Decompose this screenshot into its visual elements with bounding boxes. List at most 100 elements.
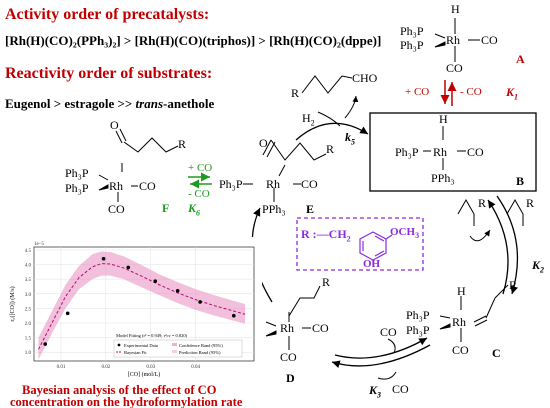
y-tick-label: 2.0 (25, 322, 32, 327)
legend-box (113, 339, 243, 358)
legend-experimental: Experimental Data (124, 343, 158, 348)
label-a: A (516, 52, 525, 66)
a-co-bottom: CO (446, 61, 463, 75)
f-co-right: CO (139, 179, 156, 193)
y-tick-label: 1.5 (25, 337, 32, 342)
label-f: F (162, 201, 170, 215)
y-exponent: 1e−5 (34, 242, 45, 247)
benzene-ring (359, 231, 393, 265)
f-r: R (178, 137, 187, 151)
d-co-bottom: CO (280, 350, 297, 364)
k1-minus-co: - CO (460, 86, 482, 98)
aldehyde-out-arrow (344, 95, 359, 119)
f-ph3p-bottom: Ph₃P (65, 181, 89, 195)
prediction-band (38, 251, 246, 360)
b-co: CO (467, 145, 484, 159)
data-point (43, 342, 48, 346)
x-tick-label: 0.04 (191, 365, 200, 370)
catalyst-order: [Rh(H)(CO)₂(PPh₃)₂] > [Rh(H)(CO)(triphos… (5, 33, 382, 48)
label-c: C (492, 346, 501, 360)
x-tick-label: 0.02 (101, 365, 110, 370)
species-e-bonds (243, 139, 327, 202)
e-rh: Rh (266, 177, 281, 191)
x-tick-label: 0.01 (57, 365, 66, 370)
f-rh: Rh (109, 179, 124, 193)
a-co-right: CO (481, 33, 498, 47)
substituent-box (296, 217, 424, 271)
b-rh: Rh (433, 145, 448, 159)
k6-plus-co: + CO (188, 162, 213, 174)
catalyst-heading: Activity order of precatalysts: (5, 6, 210, 23)
e-co: CO (301, 177, 318, 191)
k3-label: K3 (369, 383, 382, 400)
alkene-in-arrow (469, 229, 491, 242)
k1-label: K1 (506, 85, 519, 102)
e-oxygen: O (259, 136, 268, 150)
alkene-r-2: R (526, 196, 535, 210)
data-point (198, 300, 202, 304)
legend-confidence: Confidence Band (95%) (179, 343, 223, 348)
species-f-bonds (98, 128, 179, 202)
f-co-bottom: CO (108, 202, 125, 216)
label-d: D (286, 371, 295, 385)
c-r: R (509, 278, 518, 292)
h2-label: H2 (302, 111, 315, 128)
data-point (126, 265, 131, 270)
model-fitting-annotation: Model Fitting (r² = 0.949; r²cv = 0.820) (116, 333, 188, 338)
a-ph3p-top: Ph₃P (400, 24, 424, 38)
data-point (175, 289, 180, 293)
k5-arrow (295, 122, 369, 141)
x-axis-label: [CO] (mol/L) (128, 371, 161, 378)
k2-label: K2 (532, 258, 545, 275)
species-b-bonds (423, 126, 466, 170)
f-ph3p-top: Ph₃P (65, 166, 89, 180)
substrate-order: Eugenol > estragole >> trans-anethole (5, 96, 215, 111)
k3-co-out: CO (380, 325, 397, 339)
substituent-och3: OCH3 (390, 226, 420, 241)
aldehyde-chain (301, 75, 353, 94)
y-axis-label: r₀([CO]) (M/s) (9, 286, 16, 321)
substrate-heading: Reactivity order of substrates: (5, 65, 213, 82)
k5-label: k5 (345, 130, 355, 147)
b-ph3p: Ph₃P (395, 145, 419, 159)
k6-label: K6 (188, 201, 201, 218)
species-b-box (369, 112, 537, 192)
legend-fit: Bayesian Fit (124, 350, 147, 355)
data-point (101, 256, 106, 261)
legend-marker-prediction (172, 350, 177, 353)
b-hydride: H (439, 112, 448, 126)
legend-marker-data (117, 343, 121, 347)
aldehyde-cho: CHO (352, 71, 378, 85)
y-tick-label: 3.0 (25, 293, 32, 298)
caption-line-1: Bayesian analysis of the effect of CO (22, 383, 217, 397)
c-ph3p-top: Ph₃P (406, 308, 430, 322)
k2-forward-arrow (496, 195, 519, 295)
y-tick-label: 4.5 (25, 249, 32, 254)
b-pph3: PPh₃ (431, 171, 455, 185)
d-rh: Rh (280, 321, 295, 335)
co-out-arrow (387, 338, 396, 354)
a-rh: Rh (446, 33, 461, 47)
k1-plus-co: + CO (405, 86, 430, 98)
c-hydride: H (457, 284, 466, 298)
legend-prediction: Prediction Band (95%) (179, 350, 221, 355)
substituent-oh: OH (363, 258, 381, 270)
co-in-arrow (377, 371, 397, 380)
k2-reverse-arrow (487, 199, 509, 295)
y-tick-label: 1.0 (25, 351, 32, 356)
label-b: B (516, 174, 525, 188)
d-r: R (322, 275, 331, 289)
y-tick-label: 3.5 (25, 278, 32, 283)
label-e: E (306, 202, 315, 216)
f-oxygen: O (110, 118, 119, 132)
d-co-right: CO (312, 321, 329, 335)
data-point (65, 311, 70, 316)
k3-co-in: CO (392, 382, 409, 396)
y-tick-label: 2.5 (25, 307, 32, 312)
data-point (153, 279, 158, 283)
y-tick-label: 4.0 (25, 264, 32, 269)
aldehyde-r: R (291, 86, 300, 100)
